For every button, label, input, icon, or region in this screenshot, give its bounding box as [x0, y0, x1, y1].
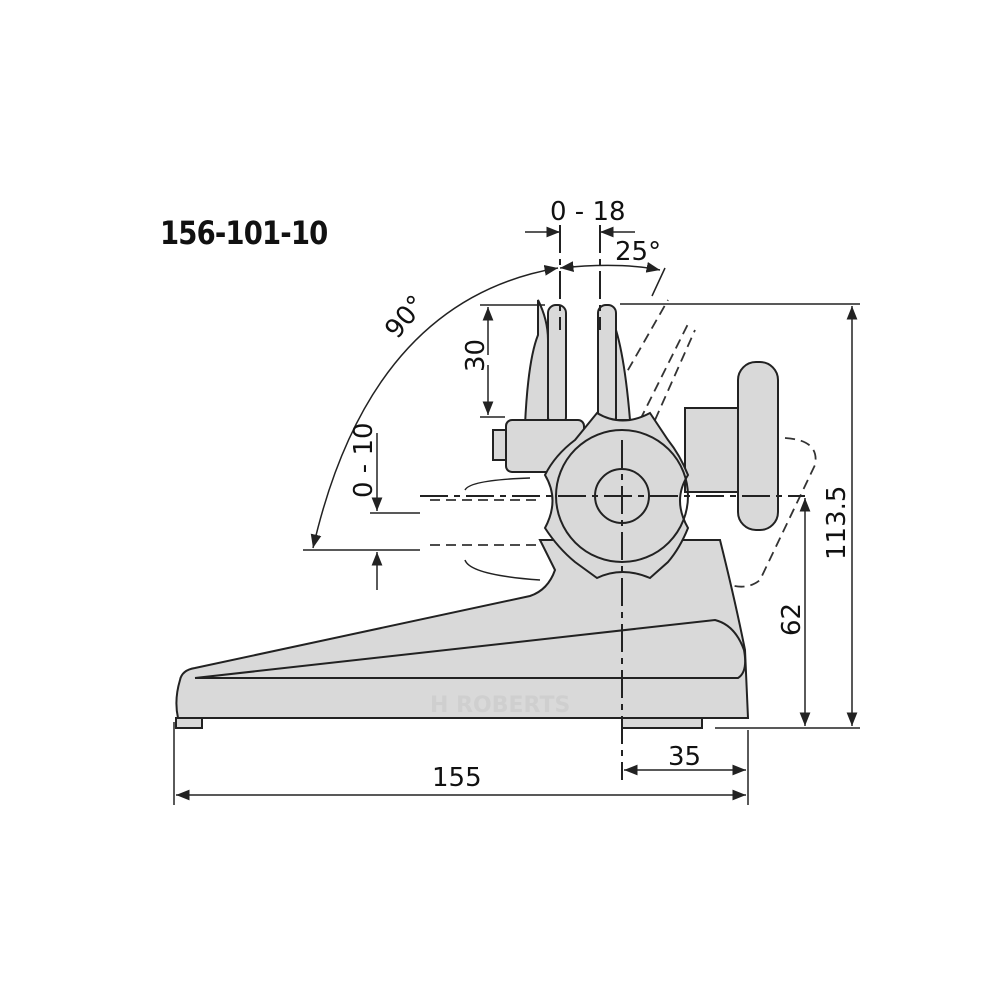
- dim-center-height: 62: [777, 498, 811, 726]
- right-foot: [621, 717, 703, 729]
- lock-holder: [684, 407, 746, 493]
- model-number-title: 156-101-10: [160, 214, 328, 252]
- svg-text:0 - 10: 0 - 10: [349, 422, 379, 498]
- dim-vertical-adjust: 0 - 10: [349, 422, 420, 590]
- dim-foot-width: 35: [624, 730, 749, 805]
- stand-base: H ROBERTS: [175, 539, 750, 729]
- dim-total-height: 113.5: [620, 303, 860, 729]
- dim-jaw-height: 30: [461, 304, 545, 418]
- svg-text:30: 30: [461, 339, 491, 372]
- dim-total-length: 155: [173, 722, 746, 805]
- clamp-screw: [492, 429, 507, 461]
- svg-text:0 - 18: 0 - 18: [550, 197, 626, 227]
- svg-text:62: 62: [777, 603, 807, 636]
- lock-knob: [737, 361, 779, 531]
- svg-text:155: 155: [432, 763, 482, 793]
- dim-jaw-opening: 0 - 18: [525, 197, 635, 238]
- dim-tilt-25: 25°: [559, 237, 666, 297]
- svg-text:25°: 25°: [615, 237, 661, 267]
- svg-text:90°: 90°: [379, 290, 432, 345]
- watermark: H ROBERTS: [430, 693, 570, 718]
- left-foot: [175, 717, 203, 729]
- dim-tilt-90: 90°: [303, 264, 559, 551]
- svg-text:113.5: 113.5: [822, 486, 852, 560]
- svg-text:35: 35: [668, 742, 701, 772]
